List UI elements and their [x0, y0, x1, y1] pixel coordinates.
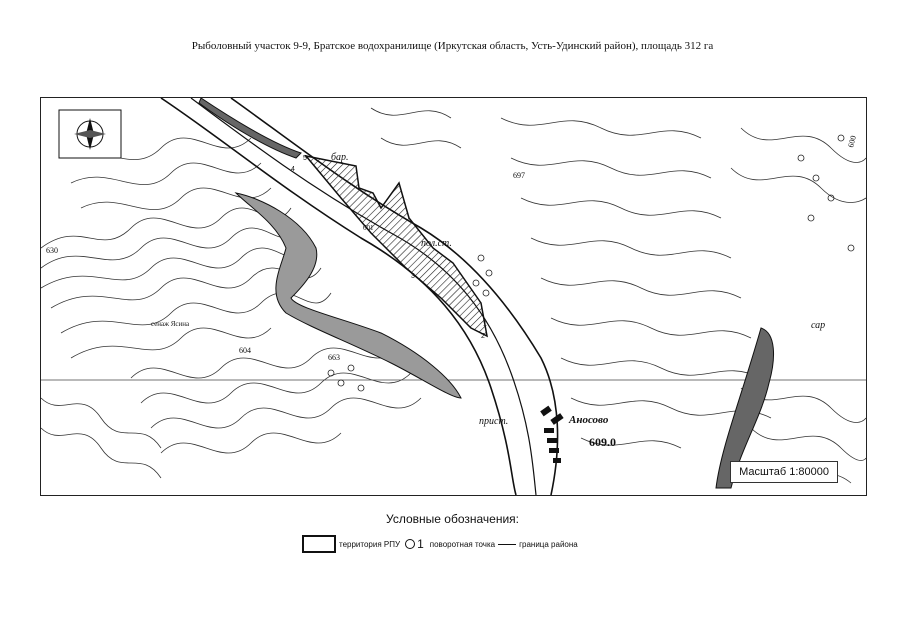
legend-title: Условные обозначения: — [386, 512, 519, 526]
label-polst: пол.ст. — [421, 238, 452, 249]
legend: территория РПУ 1 поворотная точка границ… — [302, 534, 578, 554]
river-banks — [160, 98, 559, 495]
point-label: 1 — [483, 321, 487, 328]
territory-swatch-icon — [302, 535, 336, 553]
turning-points: 4 5 3 1 2 — [291, 155, 487, 340]
legend-point: поворотная точка — [429, 539, 496, 549]
map-labels: бар. пол.ст. прист. сар Аносово 697 630 … — [46, 135, 858, 449]
height-601: 601 — [363, 224, 374, 232]
height-604: 604 — [239, 346, 251, 355]
point-label: 2 — [481, 333, 485, 340]
vegetation-marks — [327, 134, 855, 392]
point-label: 4 — [291, 166, 295, 173]
shore-areas — [198, 98, 774, 489]
topographic-map: 4 5 3 1 2 бар. пол.ст. прист. сар Аносов… — [41, 98, 866, 495]
village-buildings — [540, 405, 564, 463]
label-bar: бар. — [331, 152, 349, 163]
label-place: сенаж Ясина — [151, 320, 190, 328]
label-prist: прист. — [479, 416, 508, 427]
legend-territory: территория РПУ — [339, 539, 401, 549]
height-697: 697 — [513, 171, 525, 180]
compass-icon — [58, 109, 122, 159]
legend-border: граница района — [519, 539, 578, 549]
scale-label: Масштаб 1:80000 — [730, 461, 838, 483]
height-609: 609.0 — [589, 435, 616, 449]
rpu-territory[interactable] — [304, 154, 489, 338]
point-circle-icon — [405, 539, 416, 549]
label-sar: сар — [811, 320, 825, 331]
point-label: 3 — [411, 273, 415, 280]
legend-point-num: 1 — [417, 537, 424, 551]
height-630: 630 — [46, 246, 58, 255]
map-title: Рыболовный участок 9-9, Братское водохра… — [191, 40, 714, 52]
river-centerline — [190, 98, 537, 495]
label-village: Аносово — [568, 414, 609, 426]
height-600: 600 — [846, 135, 858, 149]
height-663: 663 — [328, 353, 340, 362]
border-line-icon — [498, 543, 517, 545]
point-label: 5 — [303, 155, 307, 162]
map-view[interactable]: 4 5 3 1 2 бар. пол.ст. прист. сар Аносов… — [40, 97, 867, 496]
